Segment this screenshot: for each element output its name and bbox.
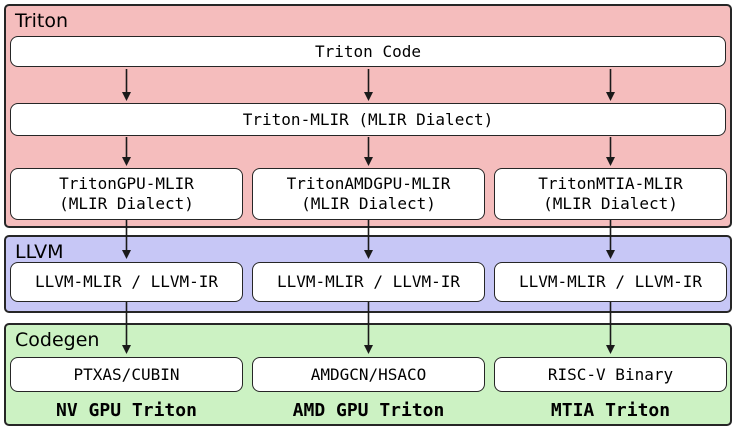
node-line: TritonAMDGPU-MLIR — [286, 174, 451, 193]
section-triton-label: Triton — [15, 10, 69, 32]
node-triton-code: Triton Code — [10, 36, 726, 67]
caption-amd-gpu-triton: AMD GPU Triton — [292, 400, 445, 421]
section-llvm-label: LLVM — [15, 241, 64, 263]
node-ptxas-cubin: PTXAS/CUBIN — [10, 357, 243, 392]
node-amdgcn-hsaco: AMDGCN/HSACO — [252, 357, 485, 392]
caption-mtia-triton: MTIA Triton — [550, 400, 671, 421]
node-line: (MLIR Dialect) — [543, 194, 678, 213]
caption-nv-gpu-triton: NV GPU Triton — [56, 400, 197, 421]
node-triton-mlir: Triton-MLIR (MLIR Dialect) — [10, 103, 726, 136]
node-tritonmtia-mlir: TritonMTIA-MLIR (MLIR Dialect) — [494, 168, 727, 220]
node-llvm-ir-mtia: LLVM-MLIR / LLVM-IR — [494, 262, 727, 302]
node-line: (MLIR Dialect) — [59, 194, 194, 213]
node-line: TritonGPU-MLIR — [59, 174, 194, 193]
node-line: (MLIR Dialect) — [301, 194, 436, 213]
node-llvm-ir-nv: LLVM-MLIR / LLVM-IR — [10, 262, 243, 302]
node-tritongpu-mlir: TritonGPU-MLIR (MLIR Dialect) — [10, 168, 243, 220]
section-codegen-label: Codegen — [15, 329, 100, 351]
node-llvm-ir-amd: LLVM-MLIR / LLVM-IR — [252, 262, 485, 302]
node-riscv-binary: RISC-V Binary — [494, 357, 727, 392]
node-tritonamdgpu-mlir: TritonAMDGPU-MLIR (MLIR Dialect) — [252, 168, 485, 220]
node-line: TritonMTIA-MLIR — [538, 174, 683, 193]
